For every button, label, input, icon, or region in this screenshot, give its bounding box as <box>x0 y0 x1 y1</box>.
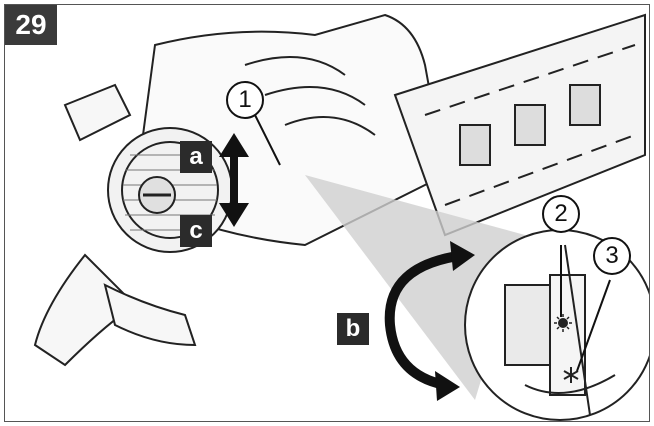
callout-3: 3 <box>593 237 631 275</box>
callout-2: 2 <box>542 195 580 233</box>
fan-housing <box>107 127 233 253</box>
label-b: b <box>337 313 369 345</box>
double-arrow-icon <box>219 133 249 227</box>
label-c: c <box>180 215 212 247</box>
sun-symbol-icon <box>554 314 572 332</box>
leader-lines <box>254 114 611 372</box>
curved-arrow-icon <box>384 241 475 401</box>
illustration-frame: 29 a c b 1 2 3 <box>4 4 650 422</box>
figure-number: 29 <box>5 5 57 45</box>
callout-1: 1 <box>226 81 264 119</box>
label-a: a <box>180 141 212 173</box>
inset-detail <box>464 229 649 421</box>
guide-bar <box>393 13 646 237</box>
snowflake-symbol-icon <box>563 367 579 383</box>
rear-handle <box>33 83 197 367</box>
